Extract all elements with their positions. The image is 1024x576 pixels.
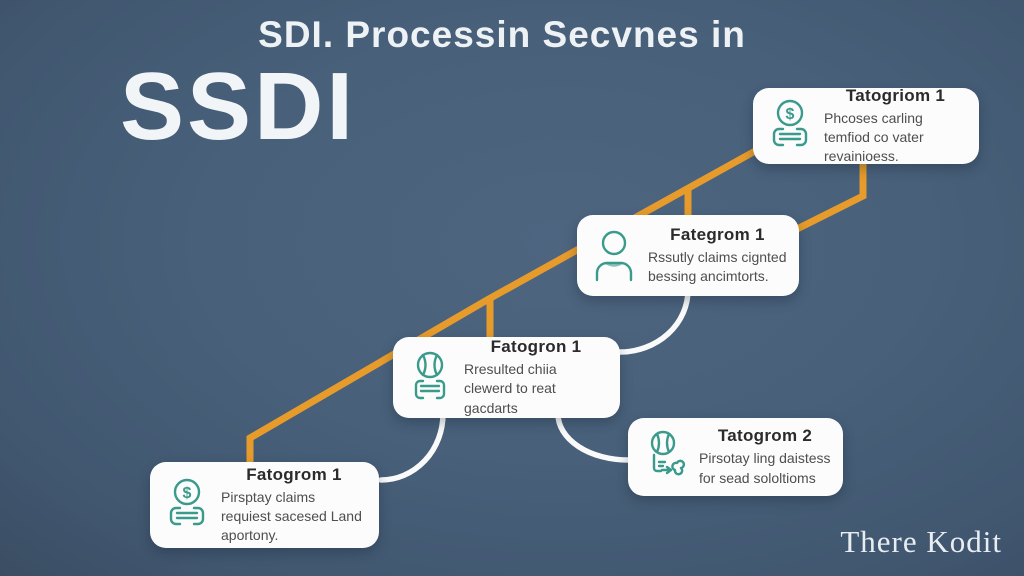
card-top-right: $ Tatogriom 1 Phcoses carling temfiod co… — [753, 85, 979, 165]
card-title: Fatogrom 1 — [246, 464, 342, 484]
watermark-text: There Kodit — [840, 524, 1002, 559]
money-icon: $ — [162, 477, 212, 533]
dollar-glyph: $ — [183, 485, 192, 502]
card-title: Tatogrom 2 — [717, 426, 813, 446]
card-title: Fategrom 1 — [670, 224, 765, 244]
card-body: Rresulted chiia clewerd to reat gacdarts — [464, 361, 557, 416]
card-middle: Fategrom 1 Rssutly claims cignted bessin… — [577, 215, 799, 296]
white-arc-middle-to-center — [617, 287, 691, 355]
dollar-glyph: $ — [786, 106, 795, 123]
card-center: Fatogron 1 Rresulted chiia clewerd to re… — [393, 337, 620, 418]
card-title: Fatogron 1 — [490, 337, 582, 357]
card-title: Tatogriom 1 — [845, 85, 946, 105]
card-lower-right: Tatogrom 2 Pirsotay ling daistess for se… — [628, 418, 843, 496]
main-heading: SSDI — [120, 53, 357, 160]
white-arc-center-to-bottomleft — [378, 411, 446, 483]
person-icon — [589, 228, 639, 284]
head-tool-icon — [640, 429, 690, 485]
head-document-icon — [405, 350, 455, 406]
page-title: SDI. Processin Secvnes in — [258, 14, 746, 55]
card-body: Pirsotay ling daistess for sead sololtio… — [699, 450, 831, 486]
card-body: Pirsptay claims requiest sacesed Land ap… — [221, 488, 362, 544]
orange-path-upper-right — [791, 158, 867, 235]
card-body: Rssutly claims cignted bessing ancimtort… — [648, 248, 787, 284]
card-bottom-left: $ Fatogrom 1 Pirsptay claims requiest sa… — [150, 462, 379, 548]
card-body: Phcoses carling temfiod co vater revaini… — [824, 109, 924, 165]
white-arc-center-to-lowerright — [555, 411, 631, 463]
money-icon: $ — [765, 98, 815, 154]
